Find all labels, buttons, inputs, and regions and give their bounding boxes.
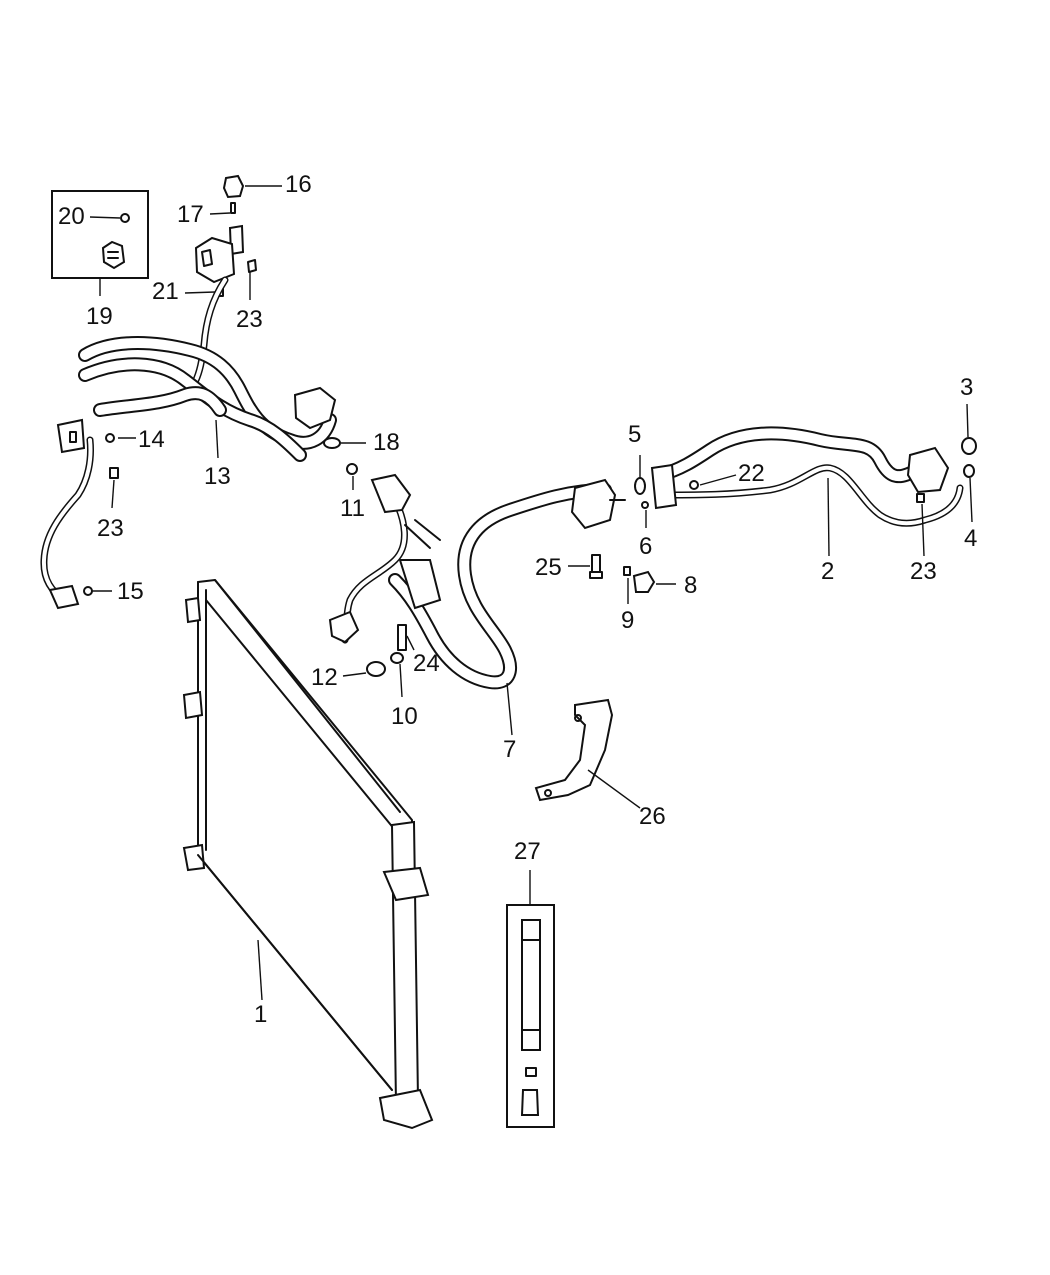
callout-21: 21 [152, 278, 179, 305]
callout-2: 2 [821, 558, 834, 585]
line-assembly-7 [328, 473, 626, 690]
callout-11: 11 [340, 495, 365, 522]
callout-3: 3 [960, 374, 973, 401]
callout-14: 14 [138, 426, 165, 453]
callout-19: 19 [86, 303, 113, 330]
line-assembly-2 [650, 426, 964, 527]
leader-lines [89, 185, 973, 1001]
callout-8: 8 [684, 572, 697, 599]
service-port-assembly [194, 174, 257, 297]
callout-13: 13 [204, 463, 231, 490]
o-ring-18 [323, 437, 341, 449]
callout-27: 27 [514, 838, 541, 865]
callout-23-left: 23 [97, 515, 124, 542]
callout-1: 1 [254, 1001, 267, 1028]
callout-7: 7 [503, 736, 516, 763]
callout-10: 10 [391, 703, 418, 730]
callout-15: 15 [117, 578, 144, 605]
bolt-25 [589, 554, 603, 579]
condenser-1 [182, 579, 434, 1130]
o-ring-4 [963, 464, 975, 478]
callout-26: 26 [639, 803, 666, 830]
kit-box-27 [506, 904, 555, 1128]
callout-9: 9 [621, 607, 634, 634]
o-ring-6 [641, 501, 649, 509]
o-ring-11 [346, 463, 358, 475]
callout-4: 4 [964, 525, 977, 552]
callout-16: 16 [285, 171, 312, 198]
callout-5: 5 [628, 421, 641, 448]
o-ring-12 [366, 661, 386, 677]
callout-6: 6 [639, 533, 652, 560]
callout-20: 20 [58, 203, 85, 230]
callout-24: 24 [413, 650, 440, 677]
valve-core-9 [623, 566, 631, 576]
callout-22: 22 [738, 460, 765, 487]
callout-18: 18 [373, 429, 400, 456]
callout-17: 17 [177, 201, 204, 228]
callout-25: 25 [535, 554, 562, 581]
bracket-26 [534, 698, 614, 802]
callout-12: 12 [311, 664, 338, 691]
callout-23-right: 23 [910, 558, 937, 585]
callout-23-top: 23 [236, 306, 263, 333]
pressure-switch-part [101, 240, 126, 270]
callout-labels: 16 17 20 19 21 23 14 13 23 15 18 11 12 2… [58, 171, 977, 1028]
o-ring-3 [961, 437, 977, 455]
line-assembly-13 [40, 276, 337, 610]
cap-8 [632, 570, 656, 593]
o-ring-5 [634, 477, 646, 495]
o-ring-10 [390, 652, 404, 664]
